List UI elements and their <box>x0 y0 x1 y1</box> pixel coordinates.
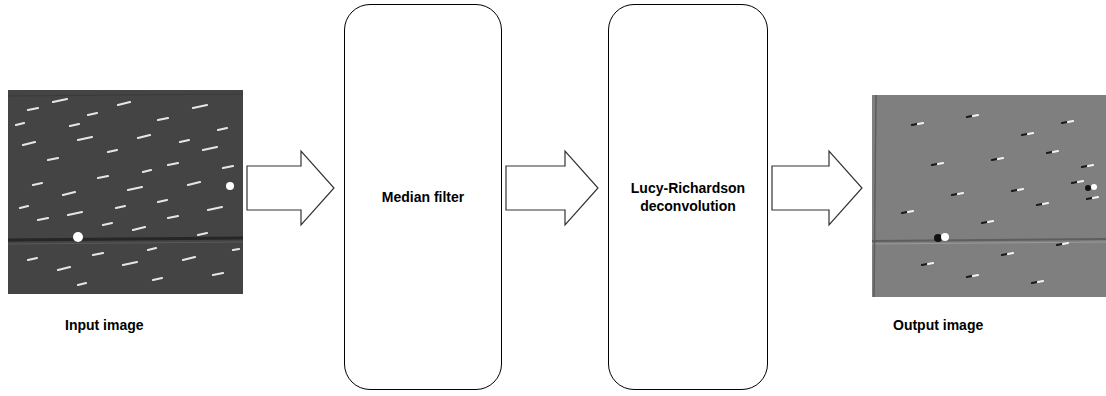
block-arrow <box>247 151 334 225</box>
block-arrow <box>772 151 862 225</box>
image-caption: Input image <box>65 316 144 334</box>
process-box: Lucy-Richardson deconvolution <box>608 4 768 390</box>
image-caption: Output image <box>893 316 983 334</box>
image-node: Output image <box>872 95 1106 297</box>
output-image-picture <box>872 95 1106 297</box>
process-label: Lucy-Richardson deconvolution <box>609 179 767 215</box>
process-box: Median filter <box>344 4 502 390</box>
process-label: Median filter <box>372 188 474 206</box>
image-node: Input image <box>8 90 243 294</box>
block-arrow <box>506 151 598 225</box>
input-image-picture <box>8 90 243 294</box>
